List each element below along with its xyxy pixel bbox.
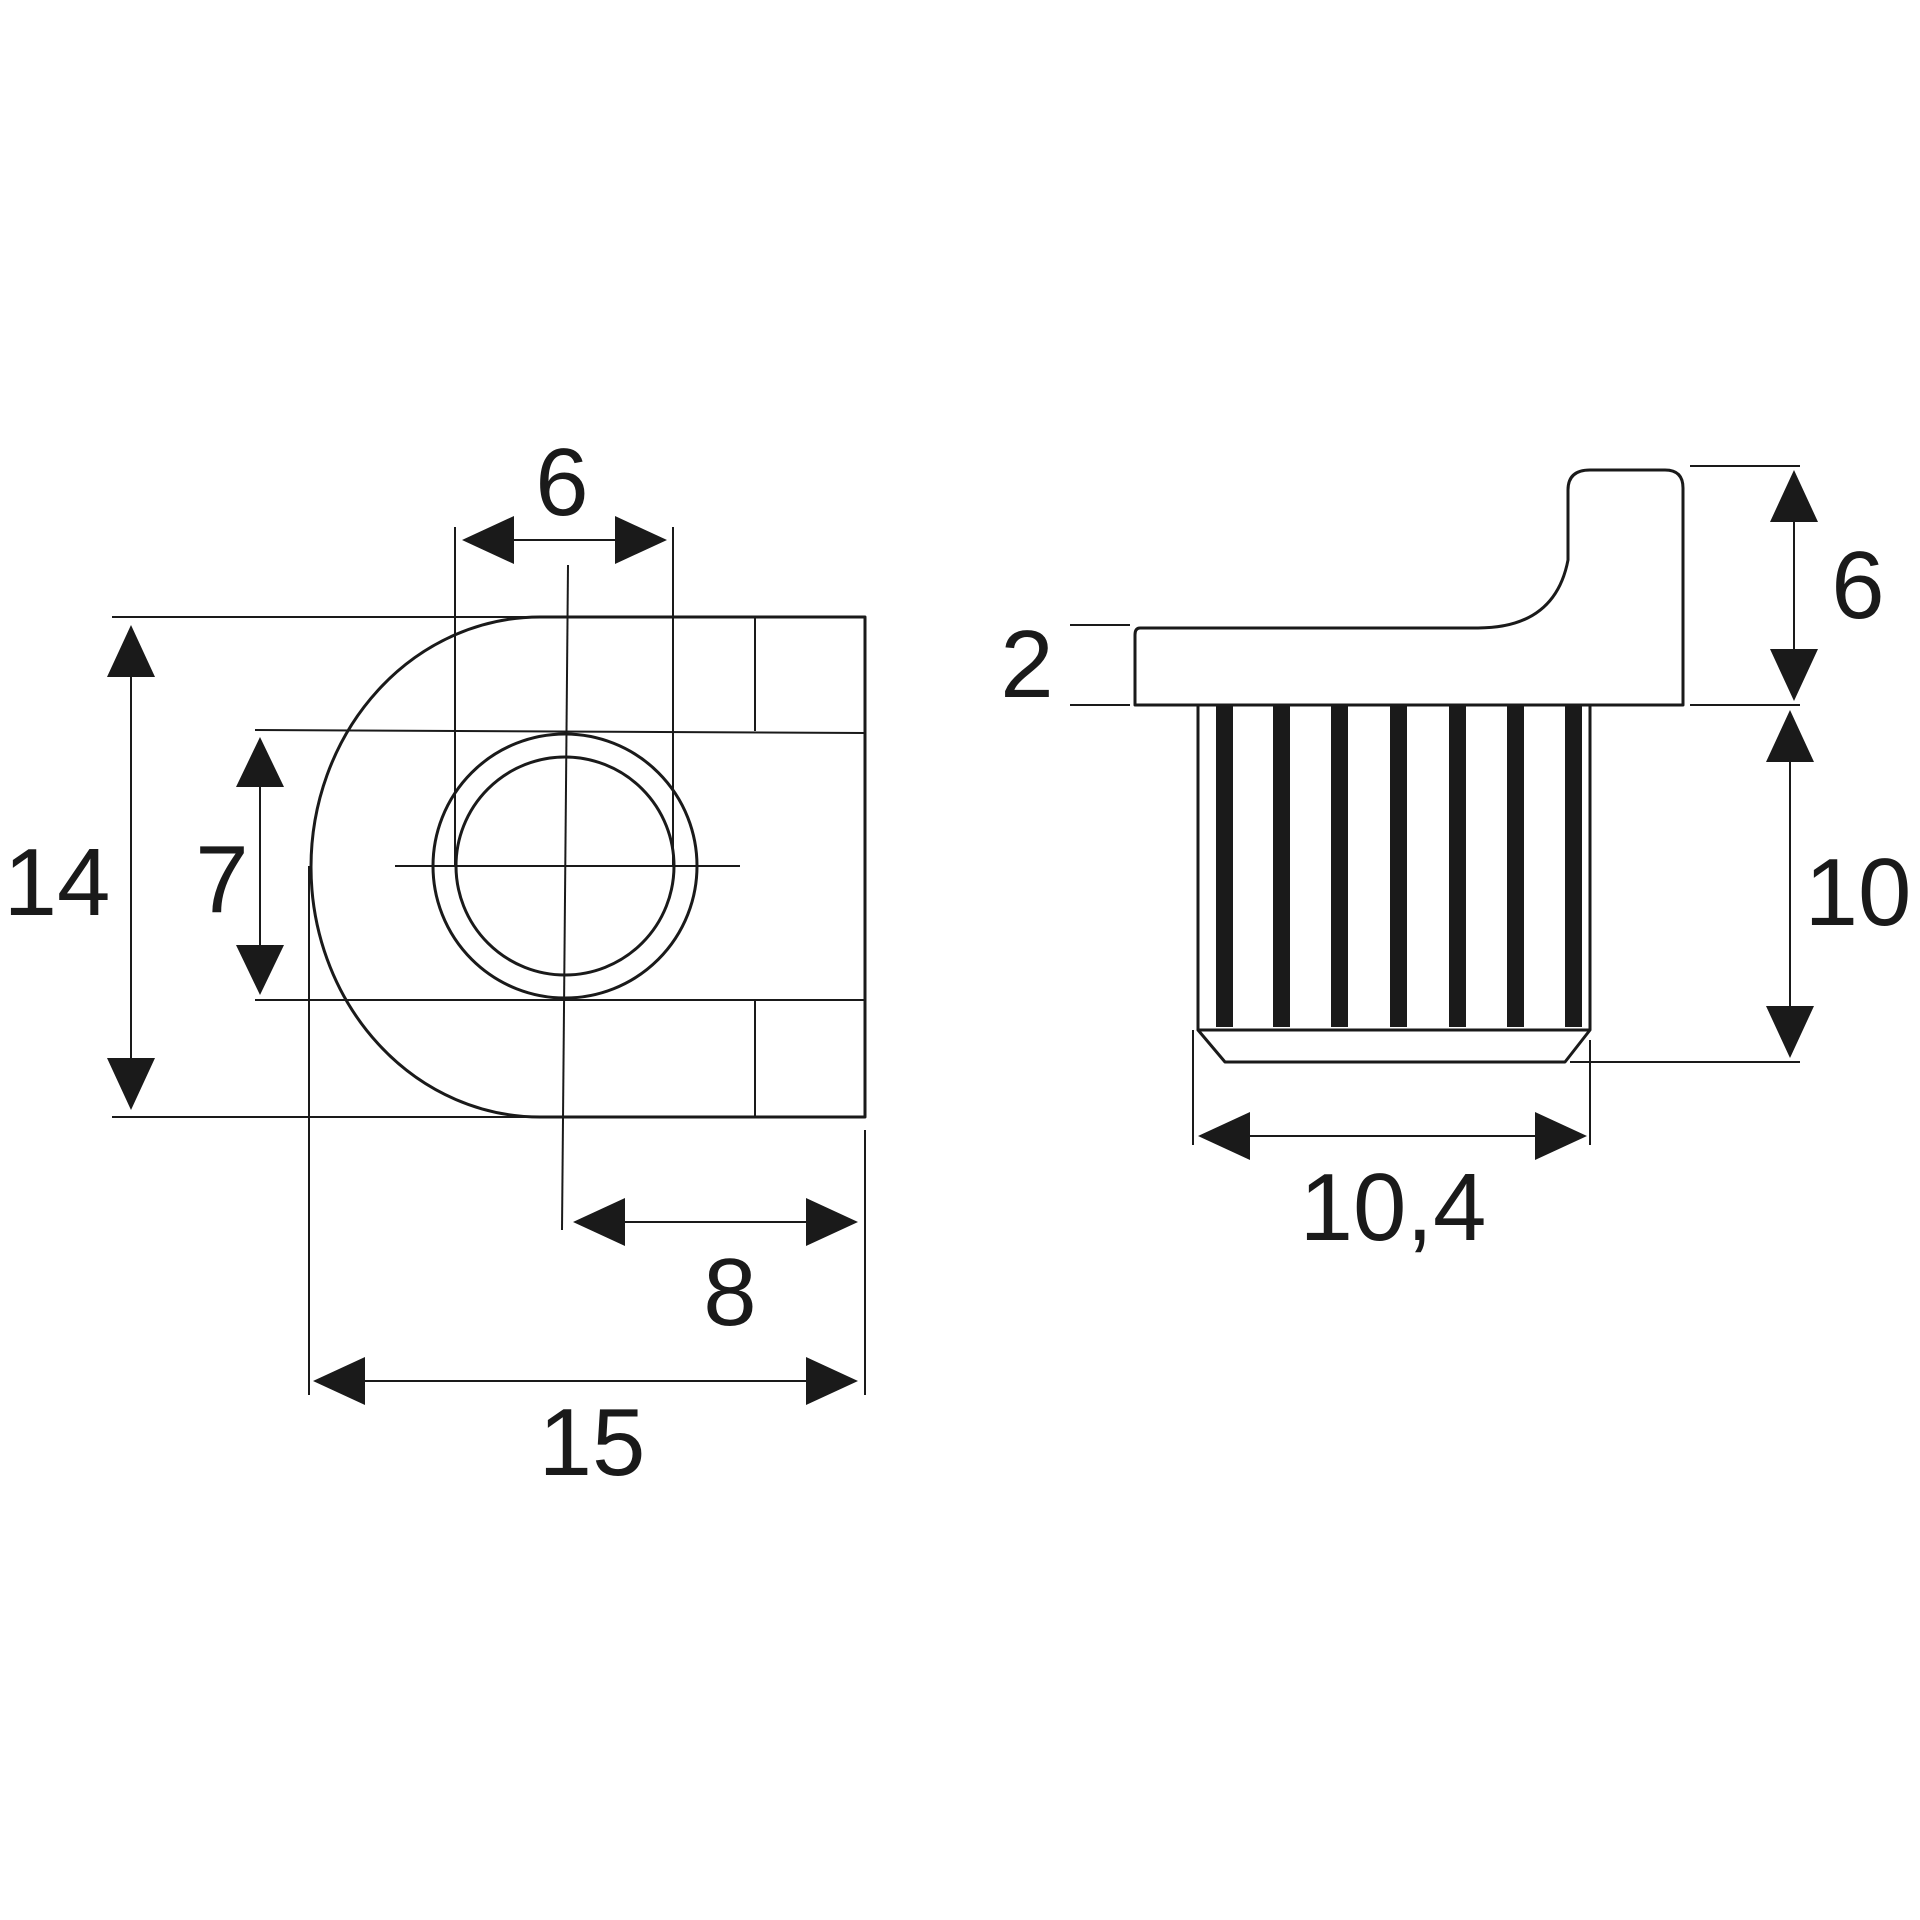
- arrowhead-down: [1766, 1006, 1814, 1058]
- dim-flange-thickness: 2: [1000, 611, 1053, 718]
- dim-body-height: 10: [1766, 710, 1911, 1058]
- body-chamfered-bottom: [1196, 1028, 1592, 1064]
- rib: [1331, 705, 1348, 1027]
- arrowhead-right: [806, 1198, 858, 1246]
- rib: [1507, 705, 1524, 1027]
- dim-hole-to-edge: 8: [573, 1198, 858, 1346]
- dim-label-body-width: 10,4: [1300, 1154, 1487, 1261]
- dim-slot-height: 7: [195, 737, 284, 995]
- rib: [1449, 705, 1466, 1027]
- dim-body-width: 10,4: [1198, 1112, 1587, 1261]
- slot-top-line: [254, 729, 866, 734]
- rib: [1565, 705, 1582, 1027]
- arrowhead-up: [1770, 470, 1818, 522]
- dim-label-flange-thickness: 2: [1000, 611, 1053, 718]
- dim-label-body-height: 10: [1805, 839, 1912, 946]
- dim-label-overall-height: 14: [4, 829, 111, 936]
- top-view: 6 14 7 8 15: [4, 429, 867, 1496]
- dim-label-tab-height: 6: [1831, 532, 1884, 639]
- arrowhead-right: [615, 516, 667, 564]
- dim-label-hole-to-edge: 8: [703, 1239, 756, 1346]
- rib: [1390, 705, 1407, 1027]
- hole-vertical-centerline: [561, 564, 569, 1231]
- dim-overall-height: 14: [4, 625, 155, 1110]
- dim-label-hole-diameter: 6: [535, 429, 588, 536]
- top-view-part-outline: [309, 615, 867, 1119]
- dim-label-slot-height: 7: [195, 826, 248, 933]
- side-view: 2 6 10 10,4: [1000, 465, 1911, 1261]
- arrowhead-left: [573, 1198, 625, 1246]
- arrowhead-right: [1535, 1112, 1587, 1160]
- arrowhead-down: [236, 945, 284, 995]
- side-view-flange-outline: [1133, 468, 1685, 707]
- dim-overall-width: 15: [313, 1357, 858, 1496]
- arrowhead-up: [236, 737, 284, 787]
- arrowhead-left: [313, 1357, 365, 1405]
- arrowhead-left: [462, 516, 514, 564]
- dim-tab-height: 6: [1770, 470, 1885, 701]
- arrowhead-up: [1766, 710, 1814, 762]
- arrowhead-down: [1770, 649, 1818, 701]
- arrowhead-up: [107, 625, 155, 677]
- rib: [1216, 705, 1233, 1027]
- arrowhead-right: [806, 1357, 858, 1405]
- dim-label-overall-width: 15: [539, 1389, 646, 1496]
- dim-hole-diameter: 6: [462, 429, 667, 564]
- arrowhead-down: [107, 1058, 155, 1110]
- rib: [1273, 705, 1290, 1027]
- body-ribs: [1216, 705, 1582, 1027]
- arrowhead-left: [1198, 1112, 1250, 1160]
